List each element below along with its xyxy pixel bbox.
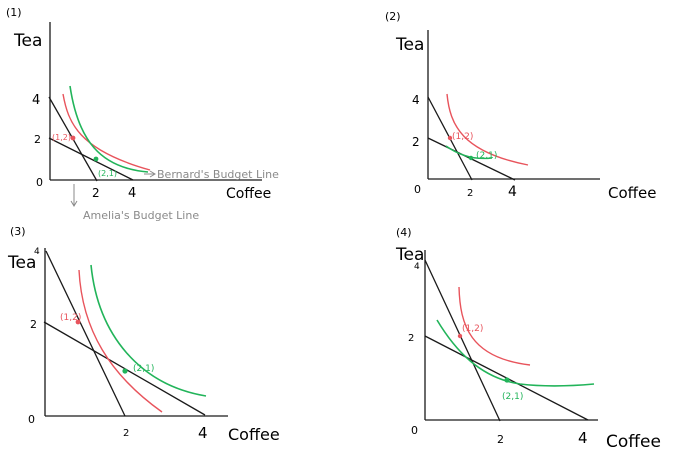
panel-3-ylabel: Tea bbox=[7, 253, 36, 273]
panel-1-amelia-point-label: (1,2) bbox=[52, 133, 71, 142]
panel-2-xlabel: Coffee bbox=[608, 184, 656, 202]
panel-2-bernard-point bbox=[468, 155, 474, 161]
panel-3-amelia-point bbox=[75, 319, 81, 325]
panel-1-amelia-budget-label: Amelia's Budget Line bbox=[83, 209, 199, 222]
panel-2-amelia-point-label: (1,2) bbox=[452, 132, 473, 142]
panel-4-ytick-4: 4 bbox=[414, 262, 420, 272]
panel-4-amelia-budget-line bbox=[424, 259, 501, 422]
panel-1-amelia-point bbox=[70, 135, 76, 141]
panel-4-xtick-2: 2 bbox=[497, 433, 504, 446]
panel-1-bernard-budget-label: Bernard's Budget Line bbox=[157, 168, 279, 181]
panel-3-bernard-point bbox=[122, 368, 128, 374]
panel-4-amelia-point-label: (1,2) bbox=[462, 324, 483, 334]
panel-4-bernard-point bbox=[504, 377, 510, 383]
panel-1-label: (1) bbox=[6, 6, 22, 19]
panel-3-amelia-point-label: (1,2) bbox=[60, 313, 81, 323]
panel-4-amelia-indifference-curve bbox=[458, 286, 531, 366]
panel-2-bernard-indifference-curve bbox=[445, 145, 493, 160]
panel-4-origin: 0 bbox=[411, 424, 418, 437]
panel-2: (2) Tea 4 2 0 2 4 Coffee (1,2) (2,1) bbox=[385, 10, 656, 202]
panel-1-ytick-2: 2 bbox=[34, 133, 41, 146]
panel-2-xtick-4: 4 bbox=[508, 184, 517, 200]
panel-1-amelia-arrow-head bbox=[70, 200, 78, 207]
panel-2-ylabel: Tea bbox=[395, 35, 424, 55]
panel-3-bernard-indifference-curve bbox=[90, 264, 207, 397]
panel-3-amelia-indifference-curve bbox=[78, 269, 163, 413]
panel-2-ytick-4: 4 bbox=[412, 93, 420, 107]
panel-3-amelia-budget-line bbox=[45, 250, 126, 417]
panel-3-origin: 0 bbox=[28, 413, 35, 426]
panel-2-bernard-point-label: (2,1) bbox=[476, 151, 497, 161]
panel-1-amelia-indifference-curve bbox=[62, 93, 151, 171]
panel-2-amelia-point bbox=[447, 135, 453, 141]
panel-3-label: (3) bbox=[10, 225, 26, 238]
panel-1-bernard-arrow-head bbox=[149, 170, 156, 178]
panel-2-xtick-2: 2 bbox=[467, 188, 473, 199]
panel-4-bernard-point-label: (2,1) bbox=[502, 392, 523, 402]
panel-4-bernard-indifference-curve bbox=[436, 319, 595, 387]
panel-1-xlabel: Coffee bbox=[226, 186, 271, 202]
panel-1-bernard-point-label: (2,1) bbox=[98, 169, 117, 178]
panel-1-bernard-indifference-curve bbox=[69, 85, 149, 173]
panel-2-amelia-indifference-curve bbox=[446, 93, 529, 166]
panel-2-label: (2) bbox=[385, 10, 401, 23]
panel-3: (3) 4 Tea 2 0 2 4 Coffee (1,2) (2,1) bbox=[7, 225, 280, 444]
panel-4-ytick-2: 2 bbox=[408, 333, 414, 344]
panel-1-bernard-point bbox=[93, 156, 99, 162]
panel-4-label: (4) bbox=[396, 226, 412, 239]
panel-1-xtick-2: 2 bbox=[92, 186, 100, 200]
panel-3-ytick-2: 2 bbox=[30, 318, 37, 331]
panel-3-xlabel: Coffee bbox=[228, 425, 280, 444]
panel-3-bernard-point-label: (2,1) bbox=[133, 364, 154, 374]
panel-2-ytick-2: 2 bbox=[412, 135, 420, 149]
panel-1-ylabel: Tea bbox=[13, 31, 42, 51]
panel-1-ytick-4: 4 bbox=[32, 93, 40, 108]
panel-4-amelia-point bbox=[457, 333, 463, 339]
panel-4-xtick-4: 4 bbox=[578, 429, 588, 447]
panel-4-xlabel: Coffee bbox=[606, 432, 661, 452]
panel-1: (1) Tea 4 2 0 2 4 Coffee (1,2) (2,1) Ber… bbox=[6, 6, 279, 222]
panel-1-xtick-4: 4 bbox=[128, 186, 136, 201]
panel-4: (4) Tea 4 2 0 2 4 Coffee (1,2) (2,1) bbox=[395, 226, 661, 452]
panel-2-origin: 0 bbox=[414, 183, 421, 196]
panel-3-xtick-2: 2 bbox=[123, 428, 129, 439]
panel-1-origin: 0 bbox=[36, 176, 43, 189]
panel-4-ylabel: Tea bbox=[395, 245, 424, 265]
panel-3-xtick-4: 4 bbox=[198, 424, 208, 442]
panel-3-ytick-4: 4 bbox=[34, 247, 40, 257]
panel-1-bernard-budget-line bbox=[48, 137, 134, 181]
